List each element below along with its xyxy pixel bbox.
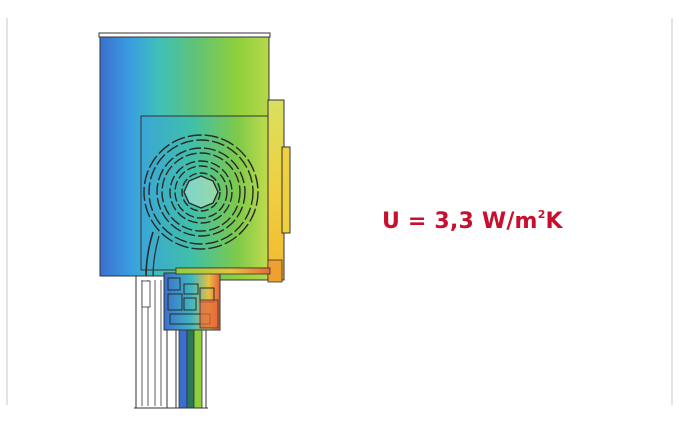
housing-bottom-sill (175, 267, 271, 275)
guide-rail-brush (141, 280, 151, 308)
u-value-unit-suffix: K (545, 209, 563, 234)
housing-side-bracket (281, 146, 291, 234)
housing-top-cover (98, 32, 271, 38)
shutter-axle (183, 175, 219, 209)
u-value-prefix: U = 3,3 W/m (382, 209, 538, 234)
u-value-exponent: 2 (537, 208, 546, 221)
u-value-label: U = 3,3 W/m2K (382, 208, 563, 234)
frame-warm-edge (199, 299, 219, 329)
glazing-spacer (186, 329, 195, 409)
glazing-cold-pane (178, 329, 188, 409)
rolled-shutter-slats (143, 134, 259, 250)
guide-rail (135, 275, 168, 409)
housing-side-cover (267, 99, 285, 281)
glazing-warm-pane (193, 329, 203, 409)
